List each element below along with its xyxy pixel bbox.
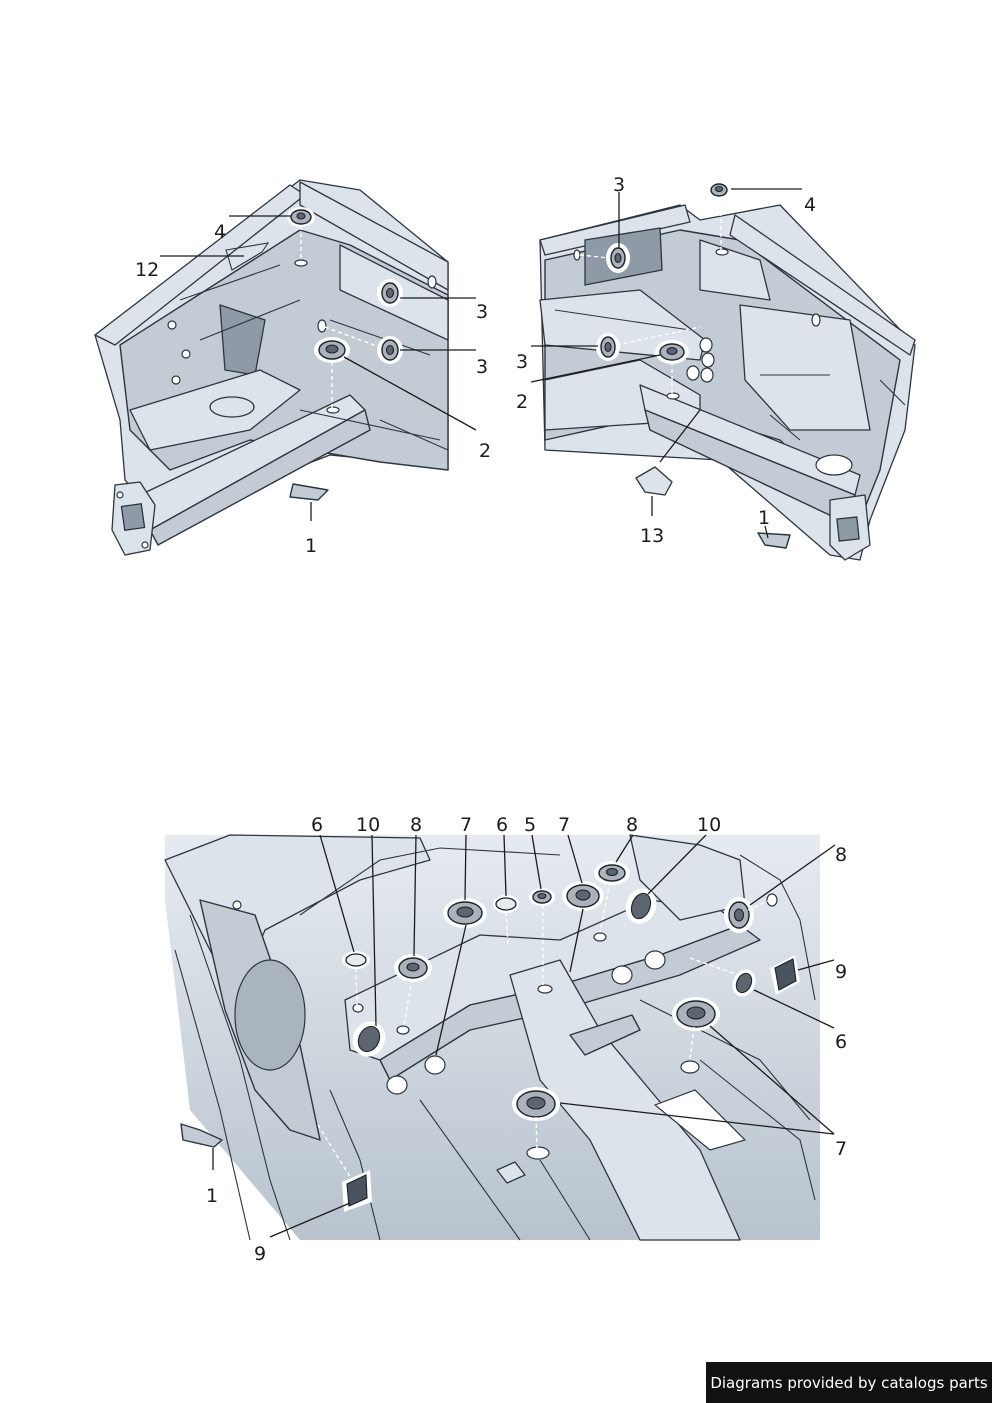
plug-8-mid	[594, 861, 630, 933]
front-left-body-section	[94, 179, 449, 556]
callout-8-b: 8	[626, 814, 638, 836]
callout-7-c: 7	[835, 1138, 847, 1160]
patch-9-right	[770, 955, 800, 995]
callout-3b-tr: 3	[516, 351, 528, 373]
plug-6-mid	[493, 895, 519, 946]
leaders-top-right	[530, 188, 802, 539]
callout-10-a: 10	[356, 814, 380, 836]
plug-6-left	[342, 951, 370, 1006]
callout-9-b: 9	[254, 1243, 266, 1265]
leaders-top-left	[160, 215, 477, 521]
callout-1-tr: 1	[758, 507, 770, 529]
callout-5: 5	[524, 814, 536, 836]
callout-13-tr: 13	[640, 525, 664, 547]
plug-6-right	[689, 957, 756, 997]
callout-4-tl: 4	[214, 221, 226, 243]
callout-4-tr: 4	[804, 194, 816, 216]
callouts-bottom: 6 10 8 7 6 5 7 8 10 8 9 6 7 1 9	[206, 814, 847, 1265]
callout-1-b: 1	[206, 1185, 218, 1207]
plug-3a-tl	[377, 279, 403, 307]
plug-3b-tr	[596, 326, 701, 361]
callout-3a-tl: 3	[476, 301, 488, 323]
callout-2-tl: 2	[479, 440, 491, 462]
plug-5	[529, 888, 555, 985]
callout-12-tl: 12	[135, 259, 159, 281]
callouts-top-left: 4 12 3 3 2 1	[135, 221, 491, 557]
callout-3b-tl: 3	[476, 356, 488, 378]
plug-3b-tl	[324, 326, 403, 364]
callouts-top-right: 3 4 3 2 13 1	[516, 174, 816, 547]
plug-3a-tr	[579, 243, 630, 273]
leaders-bottom	[212, 834, 836, 1238]
front-right-body-section	[539, 204, 916, 561]
callout-6-b: 6	[496, 814, 508, 836]
credit-banner: Diagrams provided by catalogs parts	[706, 1362, 992, 1403]
plug-7-c	[672, 997, 720, 1061]
plug-4-tr	[707, 181, 731, 250]
plug-8-left	[394, 954, 432, 1026]
callout-9-a: 9	[835, 961, 847, 983]
plug-10-left	[352, 1021, 386, 1057]
plug-2-tr	[655, 340, 689, 394]
floor-pan-section	[164, 834, 820, 1241]
callout-10-b: 10	[697, 814, 721, 836]
plug-7-a	[443, 898, 487, 928]
callout-2-tr: 2	[516, 391, 528, 413]
plug-2-tl	[314, 337, 350, 408]
callout-6-c: 6	[835, 1031, 847, 1053]
plug-10-right	[625, 888, 657, 924]
plug-7-d	[512, 1087, 560, 1149]
callout-1-tl: 1	[305, 535, 317, 557]
callout-8-a: 8	[410, 814, 422, 836]
callout-8-c: 8	[835, 844, 847, 866]
patch-9-left	[317, 1124, 372, 1212]
callout-6-a: 6	[311, 814, 323, 836]
callout-3a-tr: 3	[613, 174, 625, 196]
plug-4-tl	[287, 207, 315, 262]
plug-8-right	[724, 897, 771, 933]
callout-7-b: 7	[558, 814, 570, 836]
callout-7-a: 7	[460, 814, 472, 836]
plug-7-b	[562, 881, 604, 911]
